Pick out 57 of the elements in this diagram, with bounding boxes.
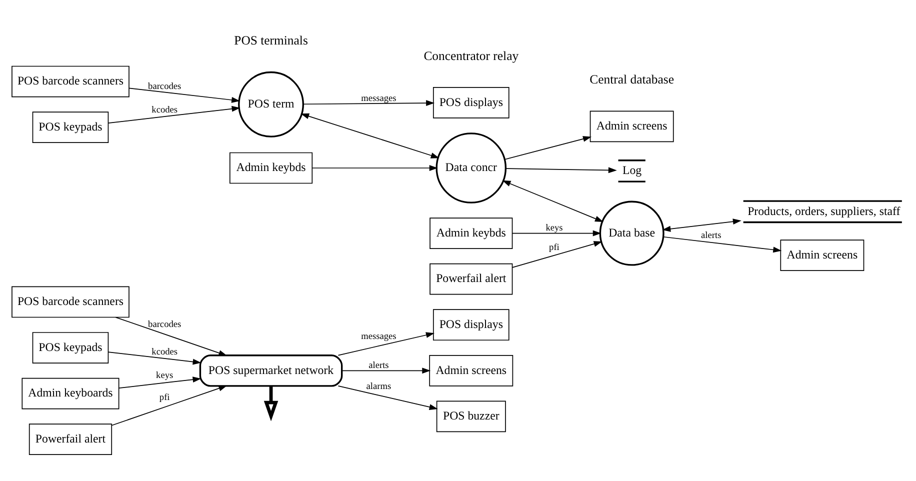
edge-label: messages xyxy=(361,332,396,342)
edge-label: keys xyxy=(156,371,174,382)
arrow xyxy=(302,100,435,106)
arrow xyxy=(338,386,438,410)
edge-label: barcodes xyxy=(148,320,182,330)
node-box: POS keypads xyxy=(32,332,109,364)
edge-label: alerts xyxy=(368,360,389,371)
arrow xyxy=(118,376,202,388)
arrow xyxy=(264,386,278,422)
arrow xyxy=(338,332,434,356)
arrow xyxy=(111,385,228,426)
node-box: Admin keyboards xyxy=(22,378,120,410)
edge-label: alerts xyxy=(701,231,722,242)
node-box: POS keypads xyxy=(32,112,109,143)
arrow xyxy=(662,236,782,253)
node-box: Admin screens xyxy=(590,110,674,142)
arrow xyxy=(108,106,240,124)
label: Concentrator relay xyxy=(424,48,519,63)
arrow xyxy=(108,352,202,365)
arrow xyxy=(128,88,240,103)
node-box: POS supermarket network xyxy=(199,354,343,387)
edge-label: alarms xyxy=(366,382,392,392)
edge-label: pfi xyxy=(159,393,170,404)
node-text: Log xyxy=(622,163,642,178)
edge-label: barcodes xyxy=(148,82,182,92)
node-box: Powerfail alert xyxy=(430,263,513,295)
node-box: Admin screens xyxy=(429,354,514,386)
arrow xyxy=(300,113,440,158)
edge-label: pfi xyxy=(549,243,560,254)
label: Central database xyxy=(590,72,674,87)
node-box: Admin keybds xyxy=(430,218,513,249)
label: POS terminals xyxy=(234,34,308,48)
edge-label: kcodes xyxy=(152,106,178,116)
node-box: POS barcode scanners xyxy=(12,286,130,318)
edge-label: keys xyxy=(546,224,563,234)
node-box: POS displays xyxy=(432,87,510,118)
arrow xyxy=(312,165,438,171)
node-box: Admin keybds xyxy=(229,152,313,184)
node-box: POS barcode scanners xyxy=(12,66,130,98)
node-circle: POS term xyxy=(238,71,304,138)
edge-label: messages xyxy=(361,94,396,104)
node-box: POS buzzer xyxy=(436,400,506,432)
arrow xyxy=(505,167,617,174)
edge-label: kcodes xyxy=(152,347,178,358)
node-circle: Data concr xyxy=(436,132,507,204)
arrow xyxy=(504,136,592,160)
arrow xyxy=(115,316,228,356)
arrow xyxy=(512,241,602,268)
node-circle: Data base xyxy=(599,200,664,266)
node-box: Admin screens xyxy=(780,240,864,272)
node-box: POS displays xyxy=(432,309,510,341)
arrow xyxy=(342,368,431,374)
node-box: Powerfail alert xyxy=(28,424,112,456)
node-text: Products, orders, suppliers, staff xyxy=(748,204,900,218)
arrow xyxy=(512,230,602,236)
arrow xyxy=(662,218,742,232)
arrow xyxy=(502,180,604,222)
